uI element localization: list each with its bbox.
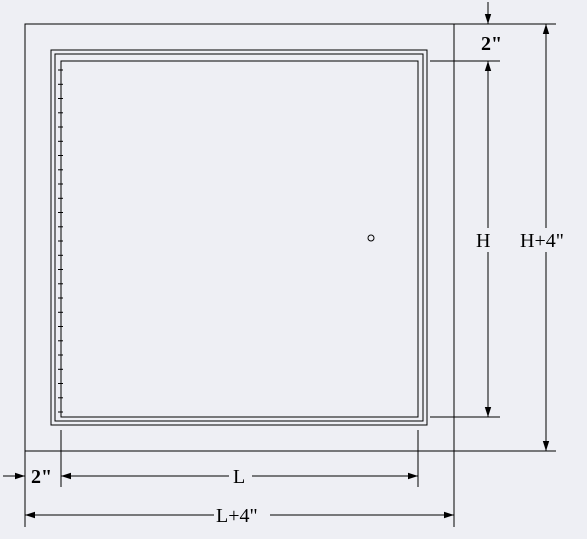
length-label: L: [233, 466, 245, 488]
left-offset-label: 2": [31, 466, 52, 488]
overall-length-dimension: L+4": [25, 505, 454, 527]
top-offset-dimension: 2": [430, 2, 556, 62]
height-dimension: H: [430, 61, 500, 418]
outer-frame: [24, 23, 455, 452]
piano-hinge: [58, 69, 63, 413]
door-panel: [60, 60, 419, 418]
length-dimension: L: [61, 466, 418, 488]
door-frame-outer: [50, 49, 428, 426]
overall-height-dimension: H+4": [454, 24, 564, 452]
height-label: H: [476, 230, 490, 252]
top-offset-label: 2": [481, 33, 502, 55]
door-frame-middle: [54, 53, 424, 422]
overall-length-label: L+4": [216, 505, 258, 527]
latch-icon: [367, 234, 375, 242]
overall-height-label: H+4": [520, 230, 564, 252]
left-offset-dimension: 2": [3, 466, 52, 488]
